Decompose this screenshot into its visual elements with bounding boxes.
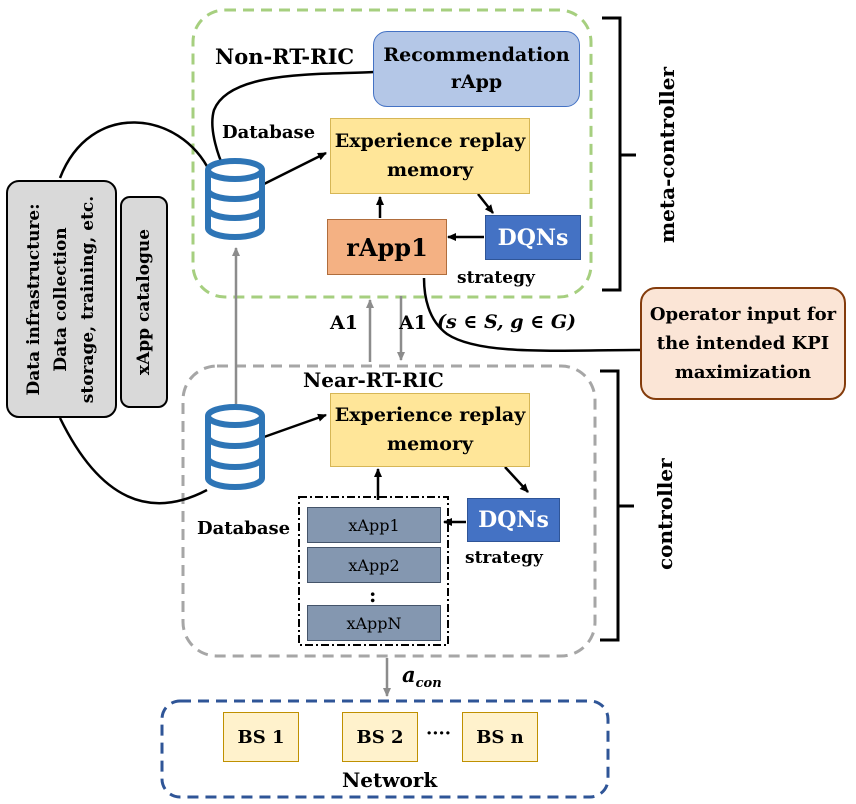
db-to-replay-bottom-arrow [263, 413, 327, 439]
infra-to-top-db-curve [58, 121, 212, 179]
operator-input-box[interactable]: Operator input for the intended KPI maxi… [640, 287, 846, 400]
acon-subscript: con [415, 676, 442, 692]
replay-to-dqns-top-arrow [477, 193, 494, 214]
data-infrastructure-line3: storage, training, etc. [78, 195, 98, 403]
near-rt-ric-title: Near-RT-RIC [303, 368, 444, 392]
acon-symbol: a [402, 662, 416, 687]
a1-label-left: A1 [330, 312, 358, 334]
strategy-label-bottom: strategy [465, 548, 543, 568]
operator-input-line2: the intended KPI [656, 333, 830, 354]
experience-replay-top[interactable]: Experience replay memory [330, 118, 530, 194]
bs-ellipsis: ···· [426, 723, 452, 744]
database-label-bottom: Database [197, 518, 291, 539]
bs-box[interactable]: BS 1 [223, 712, 299, 762]
strategy-label-top: strategy [457, 268, 535, 288]
near-rt-ric-region [181, 364, 597, 658]
network-label: Network [342, 768, 438, 792]
bs-box[interactable]: BS n [462, 712, 538, 762]
controller-label: controller [653, 458, 677, 570]
recommendation-rapp-line2: rApp [450, 71, 503, 93]
xapp-catalogue-box[interactable]: xApp catalogue [120, 196, 168, 408]
data-infrastructure-box[interactable]: Data infrastructure: Data collection sto… [6, 180, 117, 418]
non-rt-ric-title: Non-RT-RIC [215, 44, 355, 69]
replay-to-dqns-bottom-arrow [504, 466, 529, 493]
recommendation-rapp-line1: Recommendation [383, 44, 570, 66]
a1-label-right: A1 [399, 312, 427, 334]
data-infrastructure-line2: Data collection [51, 226, 71, 372]
recommendation-to-db-curve [211, 70, 375, 169]
acon-label: acon [402, 662, 442, 691]
experience-replay-bottom-line2: memory [386, 433, 474, 455]
bs-box[interactable]: BS 2 [342, 712, 418, 762]
experience-replay-top-line2: memory [386, 159, 474, 181]
database-icon [205, 158, 265, 240]
data-infrastructure-line1: Data infrastructure: [24, 203, 44, 395]
database-icon [205, 404, 265, 490]
experience-replay-bottom-line1: Experience replay [334, 404, 526, 426]
a1-formula: (s ∈ S, g ∈ G) [437, 311, 577, 333]
xapp-box[interactable]: xApp1 [307, 507, 441, 543]
dqns-box-top[interactable]: DQNs [485, 215, 581, 260]
xapp-group [298, 496, 449, 646]
experience-replay-bottom[interactable]: Experience replay memory [330, 393, 530, 467]
dqns-box-bottom[interactable]: DQNs [467, 498, 560, 542]
operator-input-line3: maximization [674, 362, 812, 383]
experience-replay-top-line1: Experience replay [334, 130, 526, 152]
meta-controller-label: meta-controller [655, 66, 679, 243]
meta-controller-bracket [602, 16, 636, 292]
xapp-ellipsis: : [369, 583, 377, 607]
database-label-top: Database [222, 122, 316, 143]
db-to-replay-top-arrow [261, 151, 327, 187]
network-region [160, 699, 610, 799]
xapp-box[interactable]: xAppN [307, 605, 441, 641]
infra-to-bottom-db-curve [58, 417, 208, 505]
controller-bracket [600, 369, 634, 642]
operator-input-line1: Operator input for [649, 304, 837, 325]
operator-to-rapp1-curve [422, 277, 641, 352]
rapp1-box[interactable]: rApp1 [327, 219, 447, 275]
xapp-catalogue-label: xApp catalogue [134, 228, 154, 376]
xapp-box[interactable]: xApp2 [307, 547, 441, 583]
non-rt-ric-region [191, 8, 593, 299]
recommendation-rapp[interactable]: Recommendation rApp [373, 31, 580, 107]
